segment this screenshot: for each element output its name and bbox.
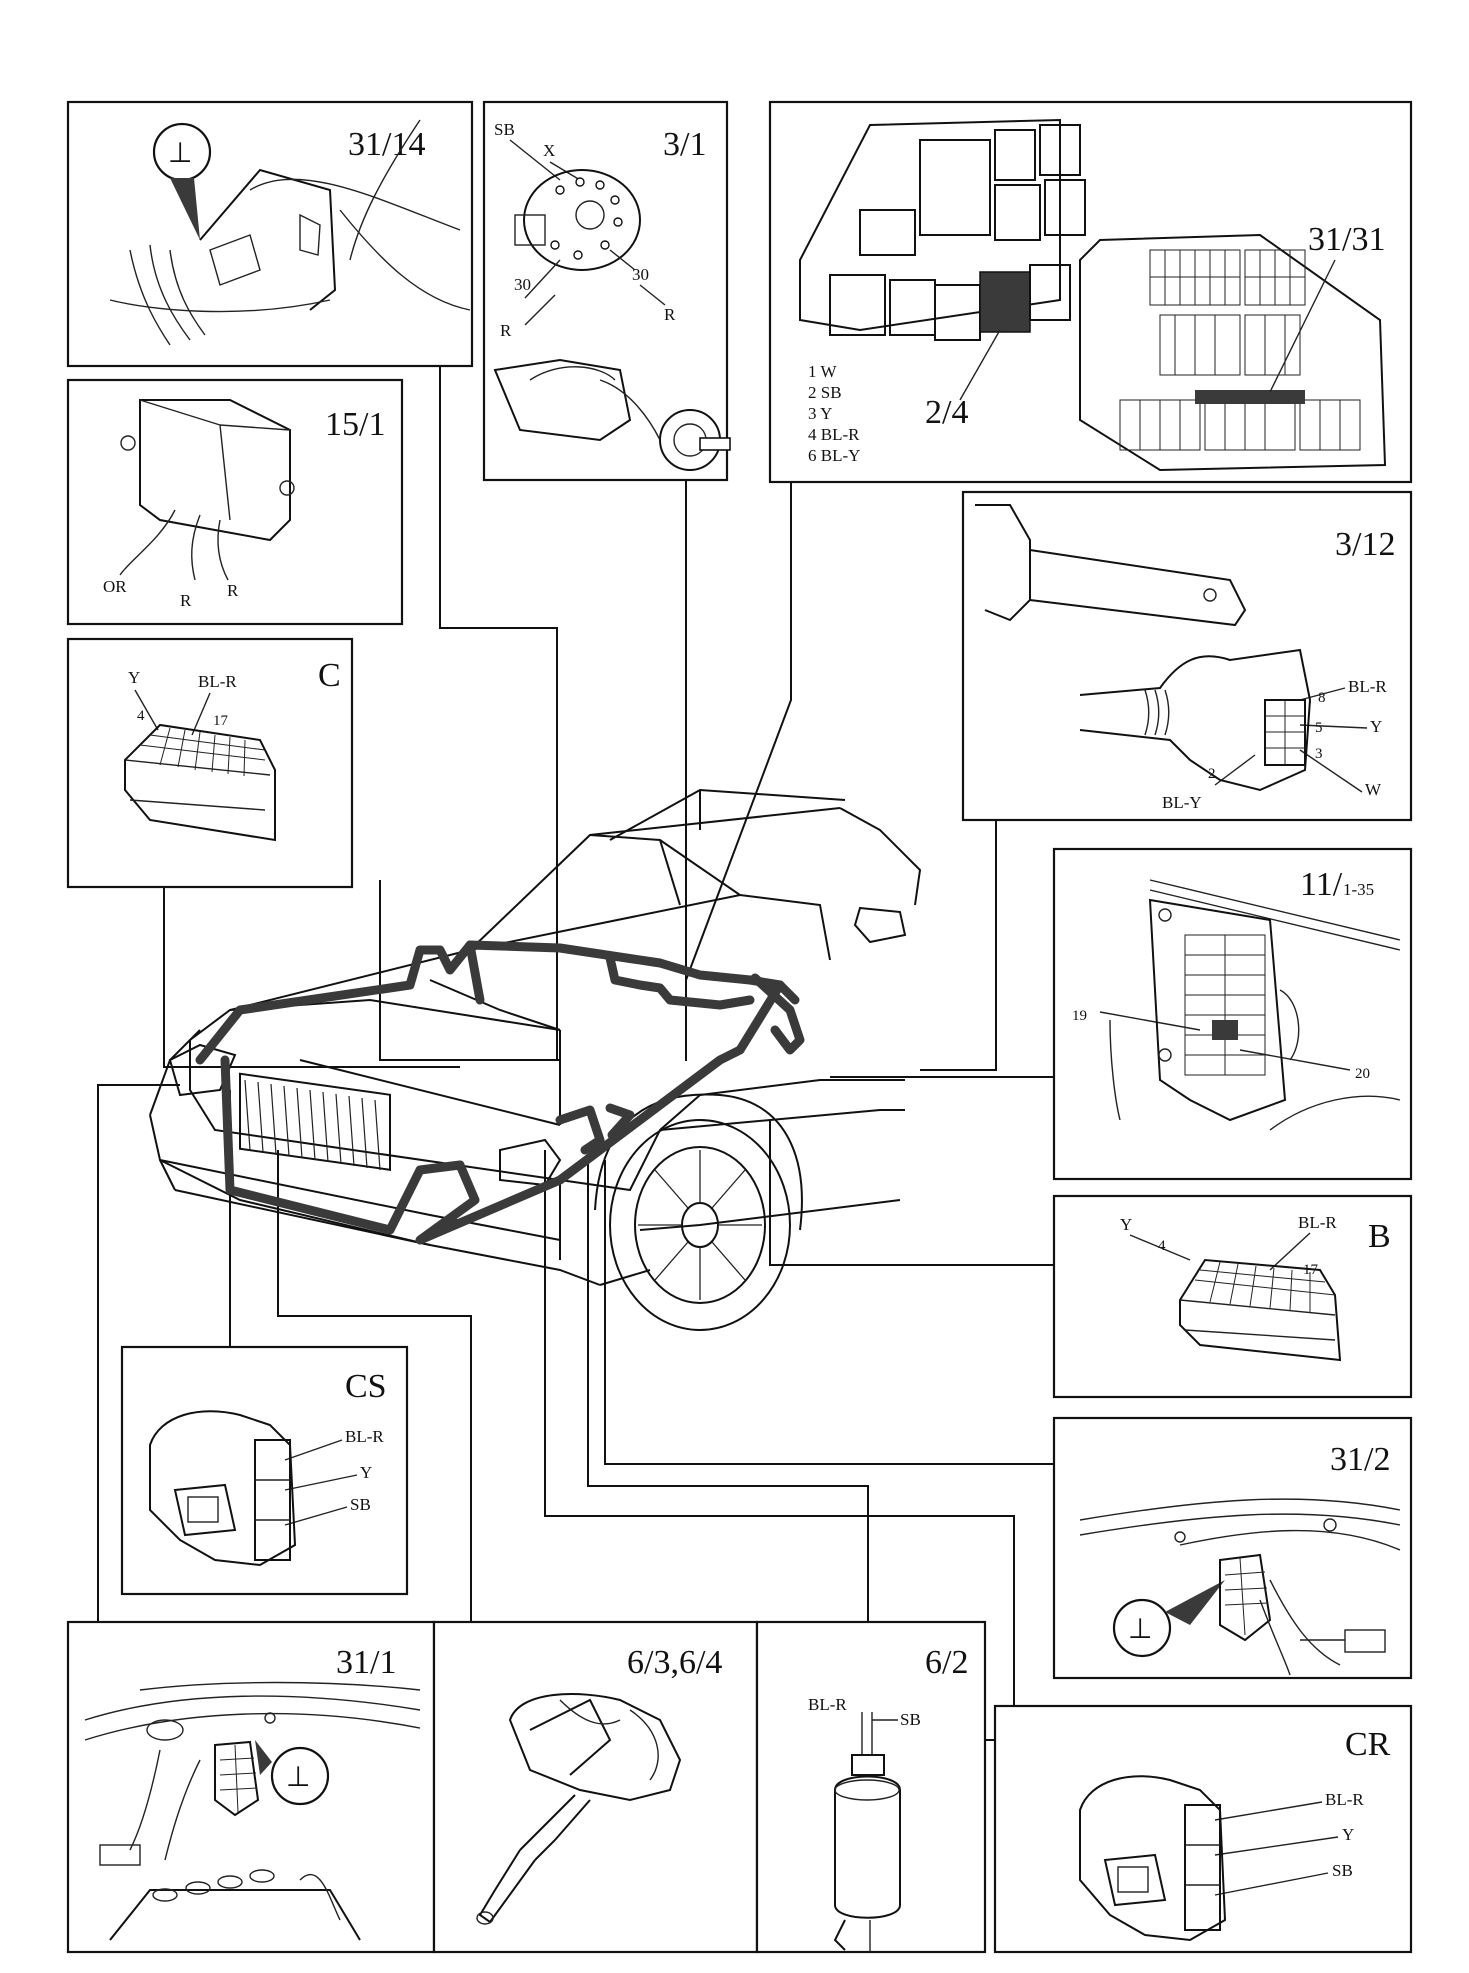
panel-cs: CS BL-R Y SB	[120, 1345, 409, 1596]
pin-number: 4	[1158, 1238, 1166, 1254]
wire-label: Y	[1342, 1825, 1354, 1844]
wire-label: BL-R	[198, 672, 237, 691]
legend-item: 4 BL-R	[808, 425, 860, 444]
pin-number: 17	[213, 713, 229, 729]
wire-label: BL-R	[808, 1695, 847, 1714]
legend-item: 6 BL-Y	[808, 446, 860, 465]
wire-label: BL-R	[345, 1427, 384, 1446]
wire-label: Y	[1120, 1215, 1132, 1234]
wire-label: SB	[900, 1710, 921, 1729]
legend-item: 2 SB	[808, 383, 842, 402]
pin-number: 5	[1315, 720, 1323, 736]
panel-b: B Y 4 BL-R 17	[1052, 1194, 1413, 1399]
panel-6-3-6-4: 6/3,6/4	[432, 1620, 759, 1954]
ground-symbol-icon: ⊥	[286, 1760, 310, 1793]
fuse-block	[1079, 233, 1387, 472]
panel-title: 11/	[1300, 866, 1343, 903]
wire-label: BL-Y	[1162, 793, 1202, 812]
panel-title: 31/14	[348, 126, 425, 163]
wire-label: Y	[1370, 717, 1382, 736]
wire-label: Y	[360, 1463, 372, 1482]
wire-label: BL-R	[1348, 677, 1387, 696]
panel-title: 6/3,6/4	[627, 1644, 722, 1681]
pin-number: 8	[1318, 690, 1326, 706]
panel-3-1: 3/1 SB X 30 30 R R	[482, 100, 731, 482]
wire-label: R	[180, 591, 192, 610]
wire-label: Y	[128, 668, 140, 687]
panel-title: 6/2	[925, 1644, 968, 1681]
panel-title: 15/1	[325, 406, 385, 443]
panel-11-1-35: 11/ 1-35 19 20	[1052, 847, 1413, 1181]
wire-label: W	[1365, 780, 1382, 799]
wire-label: BL-R	[1298, 1213, 1337, 1232]
wire-label: R	[664, 305, 676, 324]
wire-label: SB	[1332, 1861, 1353, 1880]
panel-title: 31/2	[1330, 1441, 1390, 1478]
panel-31-2: 31/2 ⊥	[1052, 1416, 1413, 1680]
panel-title: 2/4	[925, 394, 968, 431]
terminal-label: 30	[514, 275, 531, 294]
panel-3-12: 3/12 BL-R 8 Y 5 3 W 2 BL-Y	[961, 490, 1413, 822]
panel-c: C Y BL-R 4 17	[66, 637, 354, 889]
panel-title: CR	[1345, 1726, 1391, 1763]
legend-item: 3 Y	[808, 404, 832, 423]
fuse-number: 19	[1072, 1008, 1087, 1024]
wire-label: R	[500, 321, 512, 340]
panel-cr: CR BL-R Y SB	[993, 1704, 1413, 1954]
wire-label: OR	[103, 577, 127, 596]
panel-2-4-31-31: 2/4 31/31 1 W 2 SB 3 Y 4 BL-R 6 BL-Y	[768, 100, 1413, 484]
wire-label: BL-R	[1325, 1790, 1364, 1809]
car-illustration	[149, 788, 922, 1331]
leader-lines	[97, 367, 1054, 1741]
ground-symbol-icon: ⊥	[1128, 1612, 1152, 1645]
panel-31-1: 31/1 ⊥	[66, 1620, 436, 1954]
grille	[244, 1079, 381, 1171]
panel-title: 3/1	[663, 126, 706, 163]
wire-label: R	[227, 581, 239, 600]
pin-number: 4	[137, 708, 145, 724]
wire-label: SB	[350, 1495, 371, 1514]
pin-number: 3	[1315, 746, 1323, 762]
wire-label: SB	[494, 120, 515, 139]
panel-title: CS	[345, 1368, 387, 1405]
panel-title: C	[318, 657, 341, 694]
panel-31-14: 31/14 ⊥	[66, 100, 474, 368]
fuse-number: 20	[1355, 1066, 1370, 1082]
terminal-label: 30	[632, 265, 649, 284]
legend-item: 1 W	[808, 362, 837, 381]
ground-symbol-icon: ⊥	[168, 136, 192, 169]
panel-6-2: 6/2 BL-R SB	[755, 1620, 987, 1954]
panel-15-1: 15/1 OR R R	[66, 378, 404, 626]
panel-title: B	[1368, 1218, 1391, 1255]
panel-subtitle: 31/31	[1308, 221, 1385, 258]
relay-block	[799, 118, 1086, 401]
terminal-label: X	[543, 141, 555, 160]
panel-title: 3/12	[1335, 526, 1395, 563]
panel-title: 31/1	[336, 1644, 396, 1681]
panel-subtitle: 1-35	[1343, 880, 1374, 899]
